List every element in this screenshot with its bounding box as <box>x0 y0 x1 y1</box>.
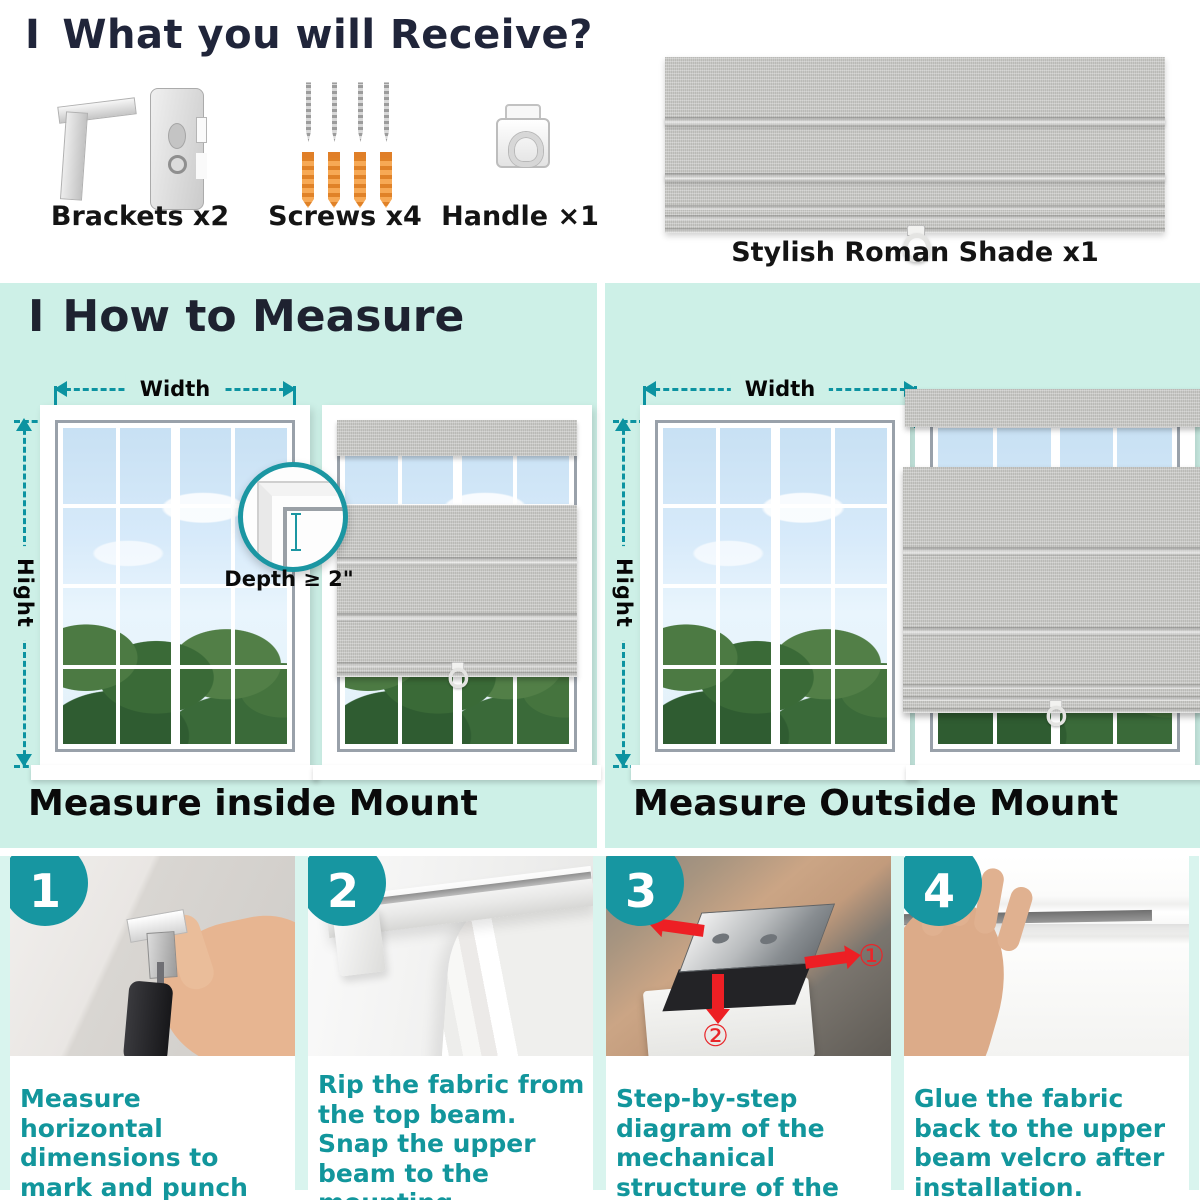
divider <box>891 856 904 1190</box>
outside-mount-panel: Width Hight <box>605 283 1200 848</box>
frame-corner-inner <box>283 507 343 567</box>
wall-anchor-icon <box>354 152 366 208</box>
roman-shade-outside <box>903 467 1200 726</box>
shade-fold <box>665 117 1165 126</box>
step-card-3: ③ ① ② 3 Step-by-step diagram of the mech… <box>606 856 891 1200</box>
window-sill <box>313 765 601 780</box>
outside-mount-heading: Measure Outside Mount <box>633 783 1119 824</box>
divider <box>295 856 308 1190</box>
screws-label: Screws x4 <box>268 201 422 232</box>
width-label: Width <box>125 374 225 404</box>
installation-steps: 1 Measure horizontal dimensions to mark … <box>0 848 1200 1200</box>
annotation-2: ② <box>702 1019 729 1054</box>
screw-icon <box>358 82 363 142</box>
width-arrow: Width <box>643 374 917 428</box>
shade-valance <box>337 420 577 456</box>
divider <box>593 856 606 1190</box>
frame-corner-outer <box>259 483 343 567</box>
shade-valance-outside <box>905 389 1200 427</box>
drill-bit-graphic <box>157 962 164 990</box>
height-arrow: Hight <box>610 418 638 767</box>
measure-heading: I How to Measure <box>28 291 464 342</box>
width-label: Width <box>730 374 830 404</box>
wall-anchor-icon <box>380 152 392 208</box>
measure-heading-title: How to Measure <box>62 291 465 342</box>
screw-icon <box>384 82 389 142</box>
brackets-label: Brackets x2 <box>50 201 230 232</box>
shade-fold <box>665 173 1165 182</box>
roman-shade-product-image <box>665 57 1165 262</box>
roman-shade-inside <box>337 505 577 688</box>
step-card-2: 2 Rip the fabric from the top beam. Snap… <box>308 856 593 1200</box>
flat-bracket-icon <box>150 88 207 210</box>
step-3-text: Step-by-step diagram of the mechanical s… <box>616 1084 839 1200</box>
step-1-text: Measure horizontal dimensions to mark an… <box>20 1084 248 1200</box>
step-number-badge: 1 <box>10 856 88 926</box>
shade-fold <box>665 215 1165 220</box>
handle-image <box>494 104 550 170</box>
depth-detail-circle <box>238 462 348 572</box>
divider <box>1189 856 1199 1190</box>
screw-icon <box>332 82 337 142</box>
shade-fold <box>665 205 1165 210</box>
width-arrow: Width <box>54 374 296 428</box>
brackets-image <box>58 84 208 214</box>
inside-mount-panel: I How to Measure Width Hight <box>0 283 601 848</box>
bracket-detail <box>168 123 186 149</box>
screw-icon <box>306 82 311 142</box>
depth-measure-line <box>291 513 301 551</box>
height-label: Hight <box>610 545 638 640</box>
wall-anchor-icon <box>328 152 340 208</box>
shade-handle-icon <box>902 225 931 262</box>
window-plain-outside <box>631 405 919 780</box>
handle-ring <box>509 132 543 167</box>
handle-label: Handle ×1 <box>441 201 599 232</box>
drill-graphic <box>122 980 174 1056</box>
receive-heading: I What you will Receive? <box>25 12 593 58</box>
shade-handle-icon <box>448 662 469 688</box>
shade-caption: Stylish Roman Shade x1 <box>731 237 1099 268</box>
step-4-photo: 4 <box>904 856 1189 1056</box>
step-number-badge: 3 <box>606 856 684 926</box>
depth-label: Depth ≥ 2" <box>224 567 354 591</box>
divider <box>0 856 10 1190</box>
step-4-text: Glue the fabric back to the upper beam v… <box>914 1084 1166 1200</box>
window-shade-outside-mount <box>903 389 1200 780</box>
screws-image <box>300 76 404 210</box>
shade-handle-icon <box>1046 700 1067 726</box>
height-label: Hight <box>11 545 39 640</box>
step-2-text: Rip the fabric from the top beam. Snap t… <box>318 1070 585 1200</box>
window-shade-inside-mount <box>313 405 601 780</box>
window-muntins <box>658 423 892 749</box>
receive-heading-title: What you will Receive? <box>62 12 593 58</box>
inside-mount-heading: Measure inside Mount <box>28 783 478 824</box>
step-card-1: 1 Measure horizontal dimensions to mark … <box>10 856 295 1200</box>
window-sill <box>631 765 919 780</box>
step-number-badge: 4 <box>904 856 982 926</box>
red-arrow-down-icon <box>706 974 730 1024</box>
step-3-photo: ③ ① ② 3 <box>606 856 891 1056</box>
l-bracket-icon <box>58 102 138 202</box>
height-arrow: Hight <box>11 418 39 767</box>
annotation-1: ① <box>858 939 885 974</box>
step-card-4: 4 Glue the fabric back to the upper beam… <box>904 856 1189 1200</box>
measure-heading-prefix: I <box>28 291 45 342</box>
receive-heading-prefix: I <box>25 12 41 58</box>
wall-anchor-icon <box>302 152 314 208</box>
step-1-photo: 1 <box>10 856 295 1056</box>
window-sill <box>906 765 1200 780</box>
window-sill <box>31 765 319 780</box>
step-2-photo: 2 <box>308 856 593 1056</box>
